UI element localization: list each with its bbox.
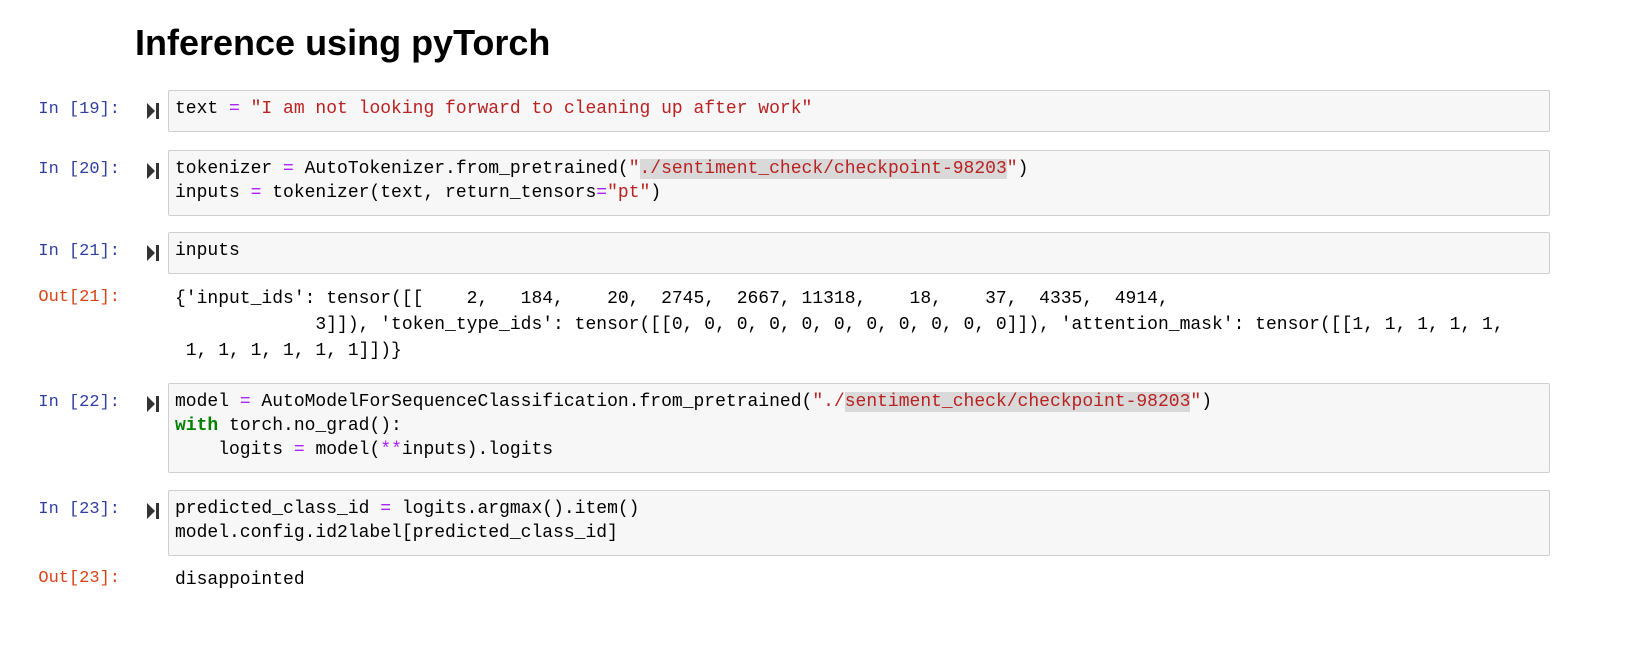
code-token: " — [1006, 159, 1018, 179]
code-token: predicted_class_id — [175, 499, 381, 519]
input-prompt: In [19]: — [38, 100, 120, 119]
input-prompt: In [21]: — [38, 242, 120, 261]
code-token: = — [218, 99, 251, 119]
code-token: ) — [1201, 392, 1212, 412]
code-line: inputs = tokenizer(text, return_tensors=… — [175, 181, 1543, 205]
cell-output: disappointed — [175, 570, 305, 590]
code-token: = — [239, 183, 273, 203]
code-line: model = AutoModelForSequenceClassificati… — [175, 390, 1543, 414]
code-token: " — [628, 159, 640, 179]
run-cell-icon[interactable] — [146, 162, 160, 180]
code-token: = — [293, 440, 305, 460]
code-token: "pt" — [607, 183, 651, 203]
code-token: logits — [175, 440, 294, 460]
input-prompt: In [22]: — [38, 393, 120, 412]
code-cell-input[interactable]: predicted_class_id = logits.argmax().ite… — [168, 490, 1550, 556]
code-token: model.config.id2label[predicted_class_id… — [175, 523, 618, 543]
code-line: inputs — [175, 239, 1543, 263]
code-token: = — [272, 159, 305, 179]
cell-output: {'input_ids': tensor([[ 2, 184, 20, 2745… — [175, 289, 1504, 361]
code-token: ./sentiment_check/checkpoint-98203 — [639, 159, 1007, 179]
code-token: with — [175, 416, 219, 436]
run-cell-icon[interactable] — [146, 395, 160, 413]
code-cell-input[interactable]: model = AutoModelForSequenceClassificati… — [168, 383, 1550, 473]
code-token: inputs — [175, 241, 240, 261]
code-token: AutoModelForSequenceClassification.from_… — [261, 392, 813, 412]
code-line: with torch.no_grad(): — [175, 414, 1543, 438]
code-token: tokenizer(text, return_tensors — [272, 183, 597, 203]
code-line: text = "I am not looking forward to clea… — [175, 97, 1543, 121]
code-token: ) — [650, 183, 662, 203]
code-token: ** — [380, 440, 402, 460]
code-token: = — [596, 183, 608, 203]
code-line: tokenizer = AutoTokenizer.from_pretraine… — [175, 157, 1543, 181]
code-line: model.config.id2label[predicted_class_id… — [175, 521, 1543, 545]
code-token: inputs — [175, 183, 240, 203]
input-prompt: In [20]: — [38, 160, 120, 179]
code-token: = — [380, 499, 392, 519]
output-prompt: Out[23]: — [38, 569, 120, 588]
code-cell-input[interactable]: tokenizer = AutoTokenizer.from_pretraine… — [168, 150, 1550, 216]
code-token: logits.argmax().item() — [391, 499, 640, 519]
section-heading: Inference using pyTorch — [135, 22, 551, 63]
run-cell-icon[interactable] — [146, 102, 160, 120]
run-cell-icon[interactable] — [146, 502, 160, 520]
run-cell-icon[interactable] — [146, 244, 160, 262]
input-prompt: In [23]: — [38, 500, 120, 519]
code-token: tokenizer — [175, 159, 273, 179]
output-prompt: Out[21]: — [38, 288, 120, 307]
code-cell-input[interactable]: inputs — [168, 232, 1550, 274]
code-token: torch.no_grad(): — [218, 416, 402, 436]
code-token: AutoTokenizer.from_pretrained( — [304, 159, 629, 179]
code-token: text — [175, 99, 219, 119]
code-token: " — [1190, 392, 1202, 412]
code-line: predicted_class_id = logits.argmax().ite… — [175, 497, 1543, 521]
code-token: sentiment_check/checkpoint-98203 — [844, 392, 1191, 412]
code-token: model — [175, 392, 230, 412]
code-cell-input[interactable]: text = "I am not looking forward to clea… — [168, 90, 1550, 132]
code-token: inputs).logits — [401, 440, 554, 460]
code-token: "./ — [812, 392, 845, 412]
code-line: logits = model(**inputs).logits — [175, 438, 1543, 462]
code-token: = — [229, 392, 262, 412]
code-token: ) — [1017, 159, 1029, 179]
code-token: model( — [304, 440, 381, 460]
code-token: "I am not looking forward to cleaning up… — [250, 99, 813, 119]
